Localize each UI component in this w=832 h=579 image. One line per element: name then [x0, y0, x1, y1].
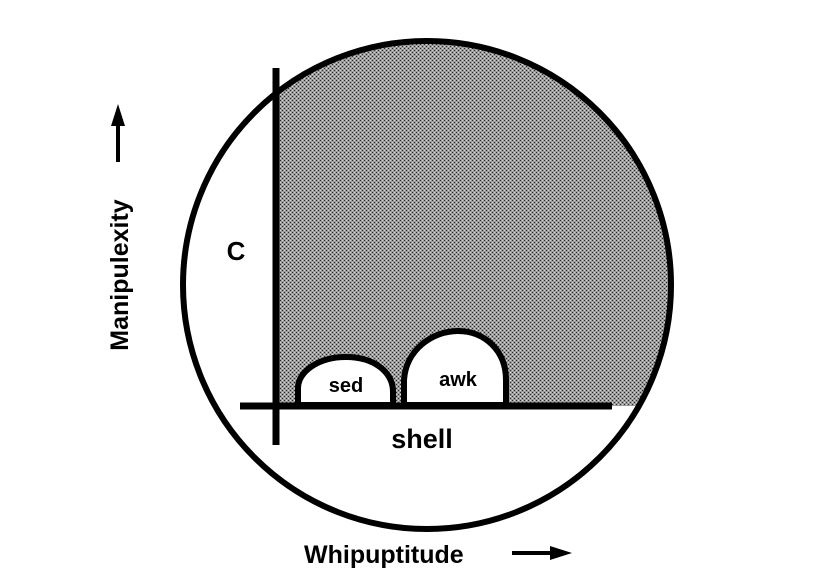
awk-label: awk [439, 369, 478, 391]
sed-region [295, 353, 396, 408]
x-axis-label: Whipuptitude [304, 541, 464, 569]
y-axis-label: Manipulexity [106, 199, 134, 351]
right-arrow-icon [512, 546, 572, 560]
awk-region [401, 327, 509, 408]
outer-circle [180, 38, 674, 532]
c-label: C [227, 236, 246, 266]
up-arrow-icon [111, 104, 125, 162]
sed-label: sed [329, 375, 363, 397]
shell-label: shell [391, 424, 453, 454]
